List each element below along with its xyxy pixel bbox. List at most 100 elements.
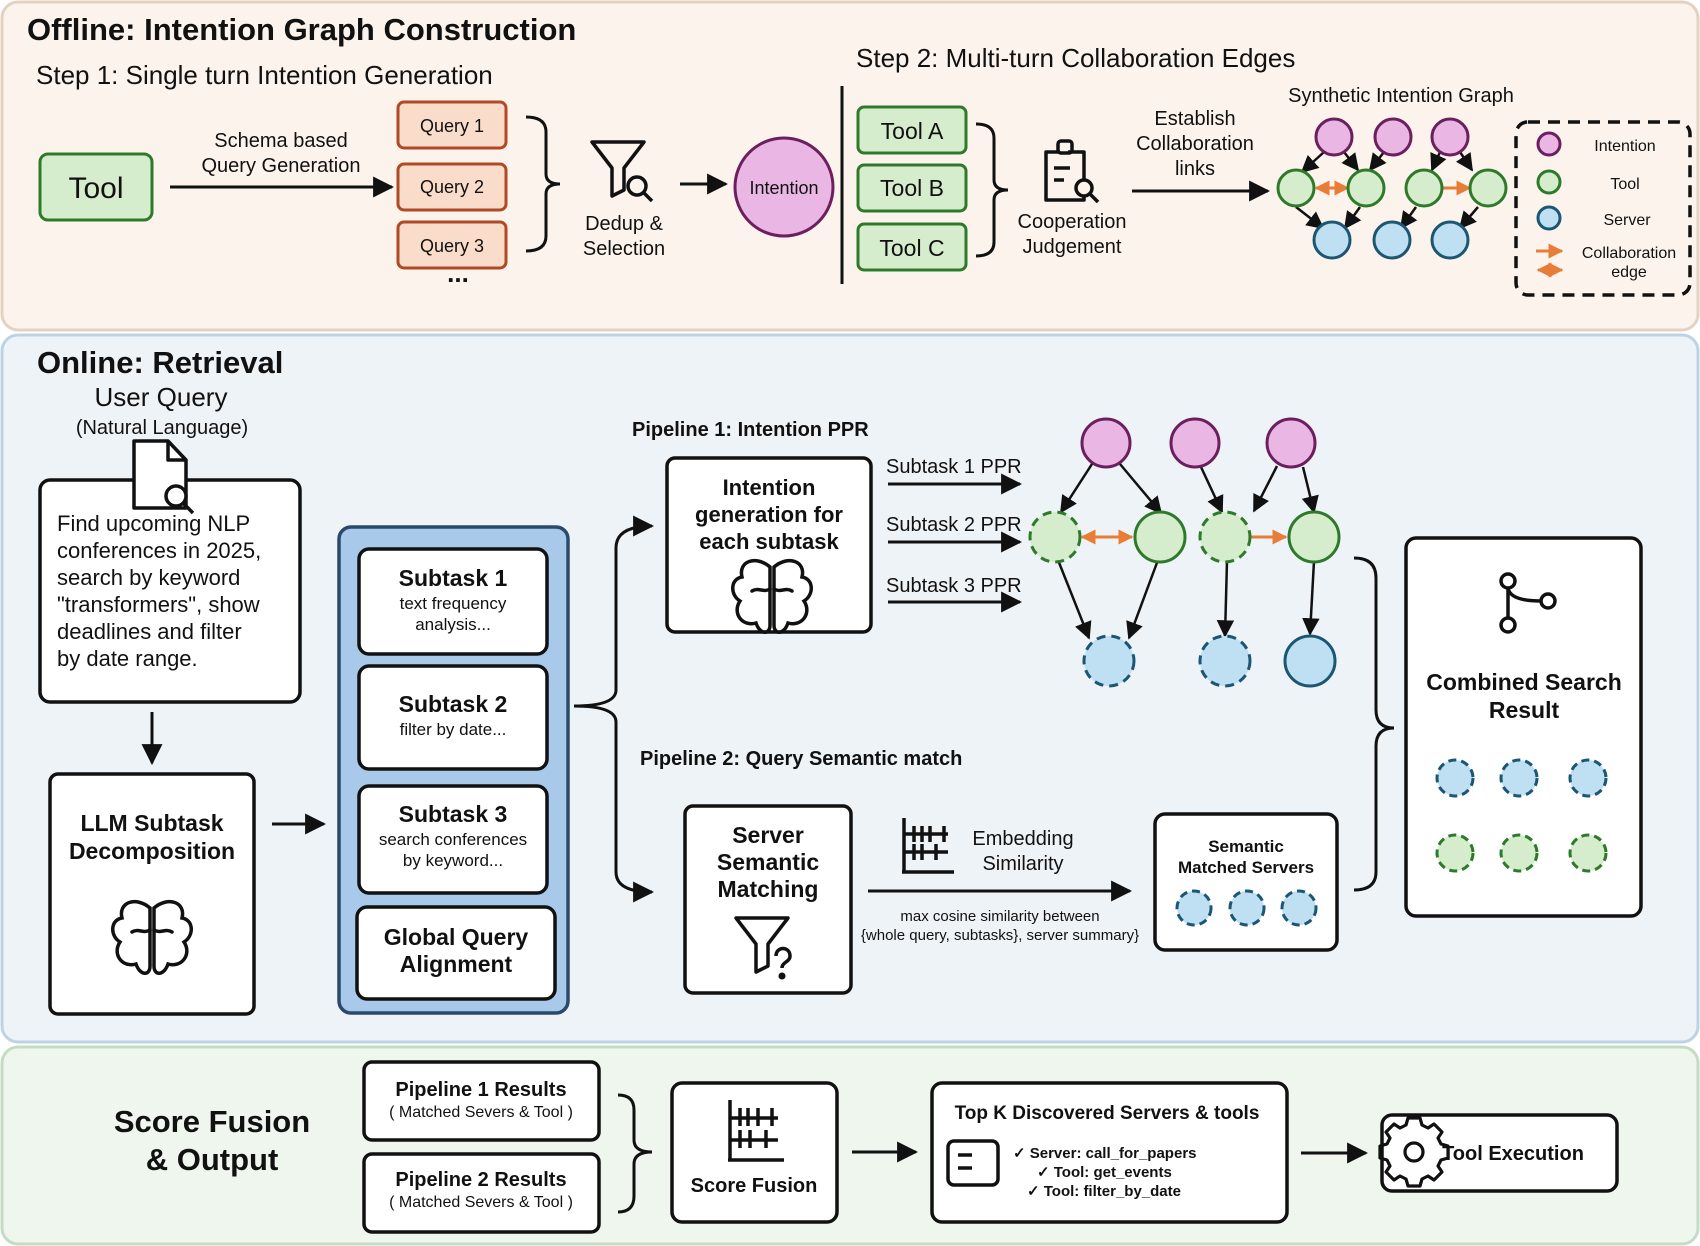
query-1-label: Query 1 (420, 116, 484, 136)
matched-server-node (1280, 889, 1318, 927)
tool-execution-box: Tool Execution (1378, 1113, 1619, 1193)
subtask-3-desc-line2: by keyword... (403, 851, 503, 870)
user-query-line-1: Find upcoming NLP (57, 511, 250, 536)
user-query-line-6: by date range. (57, 646, 198, 671)
intention-gen-line3: each subtask (699, 529, 839, 554)
llm-decomposition-box: LLM Subtask Decomposition (48, 772, 256, 1016)
fusion-title-line2: & Output (146, 1142, 279, 1177)
tool-b-box: Tool B (856, 163, 968, 213)
ppr-graph (1028, 417, 1341, 688)
legend-intention-label: Intention (1594, 138, 1655, 155)
server-sem-line3: Matching (718, 876, 819, 902)
ppr-label-3: Subtask 3 PPR (886, 575, 1022, 597)
tool-box: Tool (38, 152, 154, 222)
tool-box-label: Tool (68, 172, 123, 205)
legend-collab-label-line1: Collaboration (1582, 245, 1676, 262)
synthetic-intention-graph (1276, 117, 1508, 260)
combine-brace (1353, 556, 1395, 892)
document-list-icon (946, 1139, 1000, 1187)
global-label-line1: Global Query (384, 924, 529, 950)
pipeline-split-brace (573, 515, 655, 903)
combined-label-line1: Combined Search (1426, 669, 1622, 695)
document-search-icon (132, 439, 195, 515)
p1-results-sub: ( Matched Severs & Tool ) (389, 1104, 573, 1121)
user-query-box: Find upcoming NLP conferences in 2025, s… (38, 478, 302, 704)
tools-brace (975, 122, 1009, 258)
p2-results-title: Pipeline 2 Results (395, 1169, 566, 1191)
filter-question-icon (734, 916, 792, 980)
offline-title: Offline: Intention Graph Construction (27, 12, 576, 47)
tool-execution-label: Tool Execution (1442, 1143, 1584, 1165)
establish-label-line1: Establish (1154, 108, 1235, 130)
topk-line-3: ✓ Tool: filter_by_date (1027, 1183, 1181, 1200)
cosine-label-line1: max cosine similarity between (900, 908, 1099, 925)
schema-label-line2: Query Generation (202, 155, 361, 177)
legend-collab-label-line2: edge (1611, 264, 1647, 281)
brain-icon (731, 558, 813, 634)
user-query-line-2: conferences in 2025, (57, 538, 261, 563)
pipeline2-title: Pipeline 2: Query Semantic match (640, 748, 962, 770)
coop-label-line2: Judgement (1023, 236, 1122, 258)
subtask-1-title: Subtask 1 (399, 565, 508, 591)
subtask-3-card: Subtask 3 search conferences by keyword.… (357, 784, 549, 895)
establish-label-line3: links (1175, 158, 1215, 180)
dedup-label-line1: Dedup & (585, 213, 663, 235)
server-sem-line1: Server (732, 822, 804, 848)
clipboard-search-icon (1044, 139, 1100, 204)
matched-server-node (1175, 889, 1213, 927)
tool-a-label: Tool A (881, 118, 944, 144)
tool-c-box: Tool C (856, 222, 968, 272)
legend-server-swatch (1536, 205, 1562, 231)
combined-label-line2: Result (1489, 697, 1560, 723)
server-sem-line2: Semantic (717, 849, 819, 875)
legend-intention-swatch (1536, 131, 1562, 157)
score-fusion-box: Score Fusion (670, 1081, 839, 1224)
legend-tool-swatch (1536, 169, 1562, 195)
intention-node: Intention (733, 136, 835, 238)
establish-label-line2: Collaboration (1136, 133, 1254, 155)
synthetic-graph-title: Synthetic Intention Graph (1288, 85, 1514, 107)
tool-b-label: Tool B (880, 175, 944, 201)
subtask-2-desc-line1: filter by date... (400, 720, 507, 739)
pipeline1-title: Pipeline 1: Intention PPR (632, 419, 869, 441)
legend-tool-label: Tool (1610, 176, 1639, 193)
cosine-label-line2: {whole query, subtasks}, server summary} (861, 927, 1139, 944)
filter-search-icon (590, 140, 654, 203)
subtask-2-title: Subtask 2 (399, 691, 508, 717)
topk-box: Top K Discovered Servers & tools ✓ Serve… (930, 1081, 1289, 1224)
embedding-label-line1: Embedding (972, 828, 1073, 850)
intention-node-label: Intention (749, 178, 818, 198)
pipeline1-results-box: Pipeline 1 Results ( Matched Severs & To… (362, 1060, 601, 1142)
user-query-title: User Query (95, 382, 228, 412)
combined-result-box: Combined Search Result (1404, 536, 1643, 918)
embedding-label-line2: Similarity (982, 853, 1063, 875)
subtask-2-card: Subtask 2 filter by date... (357, 664, 549, 771)
legend-server-label: Server (1603, 212, 1651, 229)
global-label-line2: Alignment (400, 951, 513, 977)
ppr-label-2: Subtask 2 PPR (886, 514, 1022, 536)
server-semantic-box: Server Semantic Matching (683, 804, 853, 995)
user-query-line-5: deadlines and filter (57, 619, 242, 644)
query-3-box: Query 3 (396, 220, 508, 270)
user-query-subtitle: (Natural Language) (76, 417, 248, 439)
combined-server-node (1499, 758, 1539, 798)
semantic-matched-servers-box: Semantic Matched Servers (1153, 812, 1339, 952)
abacus-icon (902, 818, 954, 874)
sem-matched-line1: Semantic (1208, 837, 1284, 856)
graph-legend: Intention Tool Server Collaboration edge (1514, 120, 1692, 297)
dedup-label-line2: Selection (583, 238, 665, 260)
gear-icon (1378, 1116, 1450, 1188)
step2-title: Step 2: Multi-turn Collaboration Edges (856, 43, 1295, 73)
topk-title: Top K Discovered Servers & tools (955, 1103, 1260, 1124)
fusion-title-line1: Score Fusion (114, 1104, 310, 1139)
tool-c-label: Tool C (879, 235, 944, 261)
subtask-1-desc-line1: text frequency (400, 594, 507, 613)
combined-tool-node (1568, 833, 1608, 873)
user-query-line-4: "transformers", show (57, 592, 260, 617)
pipeline2-results-box: Pipeline 2 Results ( Matched Severs & To… (362, 1152, 601, 1234)
topk-line-2: ✓ Tool: get_events (1037, 1164, 1172, 1181)
coop-label-line1: Cooperation (1018, 211, 1127, 233)
combined-tool-node (1499, 833, 1539, 873)
merge-branch-icon (1499, 572, 1557, 634)
